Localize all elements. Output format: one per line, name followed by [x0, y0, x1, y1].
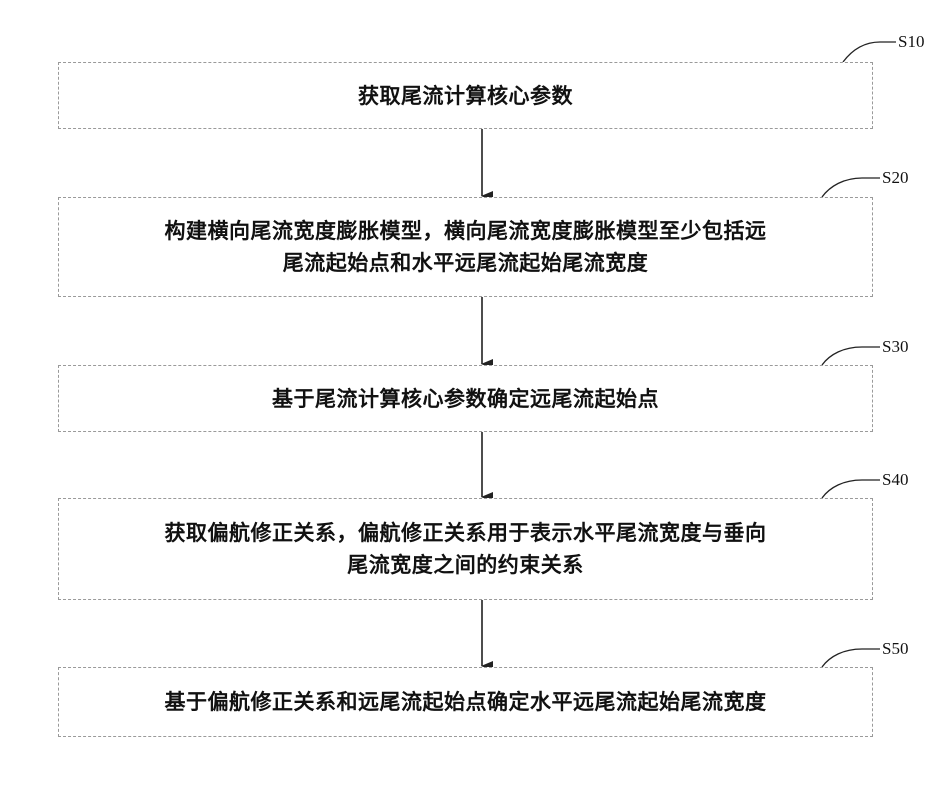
step-label-s10: S10: [898, 32, 924, 52]
step-text-s10: 获取尾流计算核心参数: [358, 80, 573, 112]
step-text-s20: 构建横向尾流宽度膨胀模型，横向尾流宽度膨胀模型至少包括远 尾流起始点和水平远尾流…: [165, 215, 767, 279]
step-text-s20-line1: 构建横向尾流宽度膨胀模型，横向尾流宽度膨胀模型至少包括远: [165, 215, 767, 247]
step-label-s40: S40: [882, 470, 908, 490]
step-text-s30: 基于尾流计算核心参数确定远尾流起始点: [272, 383, 659, 415]
step-box-s50: 基于偏航修正关系和远尾流起始点确定水平远尾流起始尾流宽度: [58, 667, 873, 737]
step-label-s20: S20: [882, 168, 908, 188]
step-box-s40: 获取偏航修正关系，偏航修正关系用于表示水平尾流宽度与垂向 尾流宽度之间的约束关系: [58, 498, 873, 600]
step-box-s30: 基于尾流计算核心参数确定远尾流起始点: [58, 365, 873, 432]
leader-s40: [822, 480, 880, 498]
step-box-s20: 构建横向尾流宽度膨胀模型，横向尾流宽度膨胀模型至少包括远 尾流起始点和水平远尾流…: [58, 197, 873, 297]
leader-s20: [822, 178, 880, 197]
leader-s30: [822, 347, 880, 365]
leader-s10: [843, 42, 896, 62]
step-text-s40-line2: 尾流宽度之间的约束关系: [165, 549, 767, 581]
step-text-s40: 获取偏航修正关系，偏航修正关系用于表示水平尾流宽度与垂向 尾流宽度之间的约束关系: [165, 517, 767, 581]
step-box-s10: 获取尾流计算核心参数: [58, 62, 873, 129]
step-label-s30: S30: [882, 337, 908, 357]
step-text-s20-line2: 尾流起始点和水平远尾流起始尾流宽度: [165, 247, 767, 279]
leader-s50: [822, 649, 880, 667]
step-text-s40-line1: 获取偏航修正关系，偏航修正关系用于表示水平尾流宽度与垂向: [165, 517, 767, 549]
step-text-s50: 基于偏航修正关系和远尾流起始点确定水平远尾流起始尾流宽度: [165, 686, 767, 718]
step-label-s50: S50: [882, 639, 908, 659]
